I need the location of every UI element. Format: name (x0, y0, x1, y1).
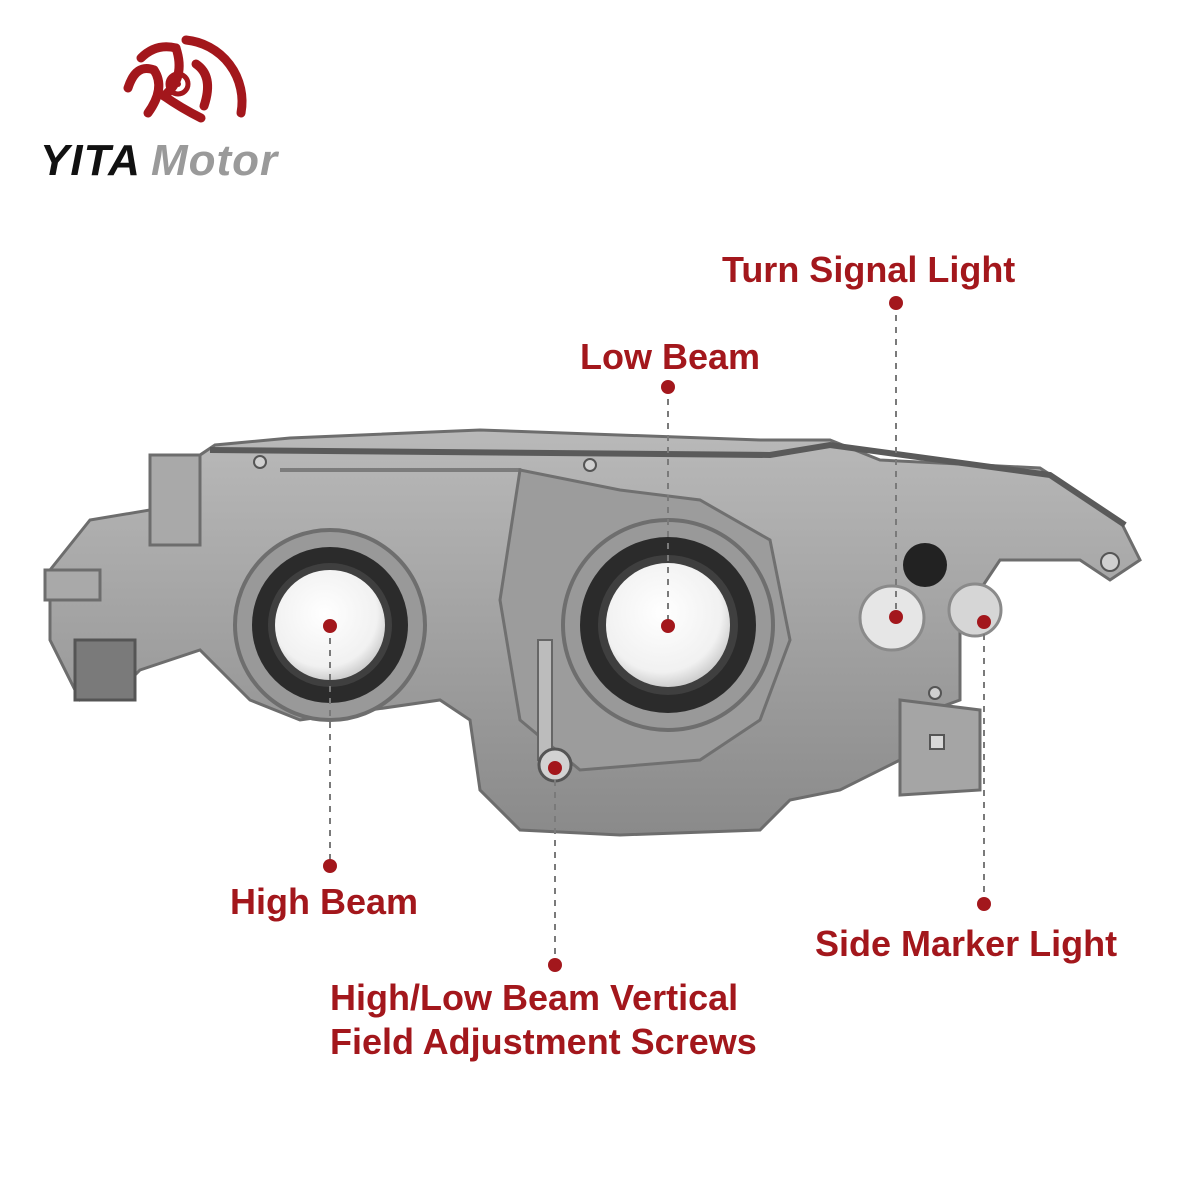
dot-side-marker-bottom (977, 897, 991, 911)
label-low-beam: Low Beam (580, 336, 761, 377)
wheel-rim-icon (123, 35, 247, 123)
dot-side-marker-bulb (977, 615, 991, 629)
label-high-beam: High Beam (230, 881, 419, 922)
dot-low-beam-top (661, 380, 675, 394)
dot-turn-signal-bulb (889, 610, 903, 624)
side-marker-socket (947, 582, 1003, 638)
dot-screw (548, 761, 562, 775)
label-adjustment-screws: High/Low Beam Vertical Field Adjustment … (330, 977, 757, 1062)
brand-name-secondary: Motor (150, 136, 279, 185)
dot-turn-signal-top (889, 296, 903, 310)
label-side-marker-light: Side Marker Light (815, 923, 1118, 964)
adjustment-screw (537, 639, 573, 783)
label-turn-signal-light: Turn Signal Light (722, 249, 1016, 290)
dot-low-beam-bulb (661, 619, 675, 633)
dot-screw-bottom (548, 958, 562, 972)
brand-name-primary: YITA (40, 136, 141, 185)
dot-high-beam-bottom (323, 859, 337, 873)
dot-high-beam-bulb (323, 619, 337, 633)
